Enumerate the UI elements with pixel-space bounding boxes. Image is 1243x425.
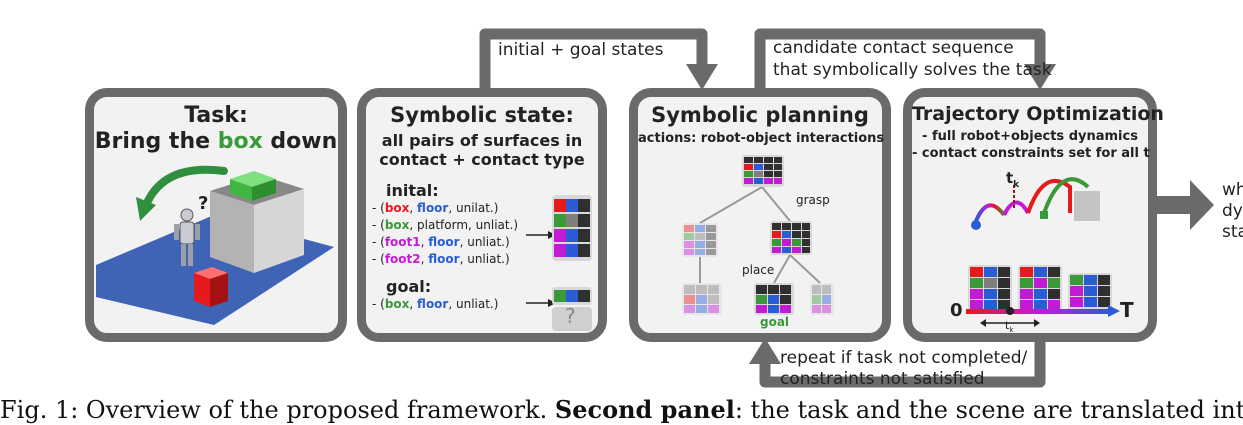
- goal-unknown-mark: ?: [565, 304, 576, 328]
- robot-question-mark: ?: [198, 193, 209, 214]
- trajectory-end-box: [1040, 211, 1048, 219]
- trajectory-arc-1: [974, 203, 1006, 222]
- initial-row-4: - (foot2, floor, unliat.): [372, 252, 510, 266]
- panel-symbolic-state: Symbolic state: all pairs of surfaces in…: [357, 88, 607, 342]
- panel-symbolic-planning: Symbolic planning actions: robot-object …: [629, 88, 891, 342]
- figure-caption: Fig. 1: Overview of the proposed framewo…: [0, 395, 1243, 424]
- task-goal-text: Bring the box down: [94, 129, 338, 154]
- edge-right-mid: [773, 254, 791, 284]
- label-candidate-1: candidate contact sequence: [773, 38, 1014, 58]
- label-initial-goal: initial + goal states: [498, 40, 664, 60]
- platform-front: [210, 191, 254, 273]
- task-scene: [96, 165, 334, 325]
- state-matrices: [526, 195, 592, 331]
- trajopt-sub1: - full robot+objects dynamics: [922, 129, 1138, 144]
- arrow-repeat-head: [749, 338, 781, 364]
- planning-sub: actions: robot-object interactions: [638, 131, 885, 146]
- arrow-output-head: [1190, 180, 1214, 230]
- trajopt-sub2: - contact constraints set for all t: [912, 146, 1150, 161]
- goal-row: - (box, floor, unliat.): [372, 297, 499, 311]
- trajopt-title: Trajectory Optimization: [912, 103, 1164, 125]
- output-text-3: sta: [1222, 222, 1243, 242]
- task-title: Task:: [184, 103, 248, 128]
- arrow-initial-goal: [479, 28, 708, 92]
- goal-unknown-box: [552, 307, 592, 331]
- edge-right-right: [789, 254, 821, 284]
- time-axis: [966, 309, 1110, 314]
- green-box-side: [252, 179, 276, 201]
- panel-task: Task: Bring the box down ?: [85, 88, 347, 342]
- curved-arrow: [142, 165, 228, 209]
- time-axis-arrow: [1108, 305, 1120, 317]
- symbolic-state-sub2: contact + contact type: [379, 150, 585, 169]
- arrow-repeat: [759, 332, 1046, 388]
- initial-row-2: - (box, platform, unliat.): [372, 218, 519, 232]
- matrix-2: [1018, 265, 1062, 311]
- node-root: [742, 155, 784, 187]
- curved-arrow-head: [136, 197, 156, 221]
- robot-figure: [174, 208, 200, 266]
- trajectory-start: [971, 220, 981, 230]
- node-leaf-left: [682, 283, 722, 315]
- label-repeat-2: constraints not satisfied: [780, 369, 985, 389]
- initial-label: inital:: [386, 181, 439, 200]
- edge-label-grasp: grasp: [796, 193, 830, 207]
- output-text-1: wh: [1222, 180, 1243, 200]
- arrow-candidate-head: [1024, 64, 1056, 90]
- platform-side: [254, 189, 304, 273]
- node-left: [682, 223, 718, 257]
- time-axis-tk: [1006, 307, 1014, 315]
- edge-root-left: [699, 186, 763, 224]
- planning-tree: [682, 155, 834, 315]
- panel-trajectory-optimization: Trajectory Optimization - full robot+obj…: [903, 88, 1164, 342]
- arrow-candidate-sequence: [754, 28, 1046, 92]
- trajectory-arc-4: [1042, 177, 1090, 214]
- trajopt-graphics: [966, 177, 1120, 327]
- trajectory-arc-3: [1026, 179, 1072, 214]
- red-box-front: [194, 273, 210, 307]
- red-box-side: [210, 273, 228, 307]
- node-goal: [754, 283, 794, 315]
- edge-label-place: place: [742, 263, 775, 277]
- matrix-1: [968, 265, 1012, 311]
- arrow-output-shaft: [1155, 196, 1195, 214]
- symbolic-state-sub1: all pairs of surfaces in: [381, 131, 583, 150]
- goal-label: goal:: [386, 277, 432, 296]
- green-box-front: [230, 179, 252, 201]
- label-candidate-2: that symbolically solves the task: [773, 60, 1052, 80]
- matrix-3: [1068, 273, 1112, 311]
- symbolic-state-title: Symbolic state:: [390, 103, 574, 127]
- edge-root-right: [761, 186, 791, 222]
- target-block: [1074, 191, 1100, 221]
- tk-label: tk: [1006, 169, 1020, 190]
- node-grasp: [770, 221, 812, 255]
- initial-row-3: - (foot1, floor, unliat.): [372, 235, 510, 249]
- planning-title: Symbolic planning: [651, 103, 869, 127]
- initial-row-1: - (box, floor, unilat.): [372, 201, 499, 215]
- tk-interval-label: tk: [1005, 319, 1014, 335]
- trajectory-arc-2: [1002, 200, 1030, 216]
- red-box-top: [194, 267, 228, 279]
- output-text-2: dy: [1222, 201, 1243, 221]
- green-box-top: [230, 171, 276, 187]
- axis-start-label: 0: [950, 300, 963, 321]
- goal-node-label: goal: [760, 315, 790, 329]
- label-repeat-1: repeat if task not completed/: [780, 348, 1028, 368]
- arrow-initial-goal-head: [686, 64, 718, 90]
- node-leaf-right: [810, 283, 834, 315]
- axis-end-label: T: [1120, 298, 1134, 322]
